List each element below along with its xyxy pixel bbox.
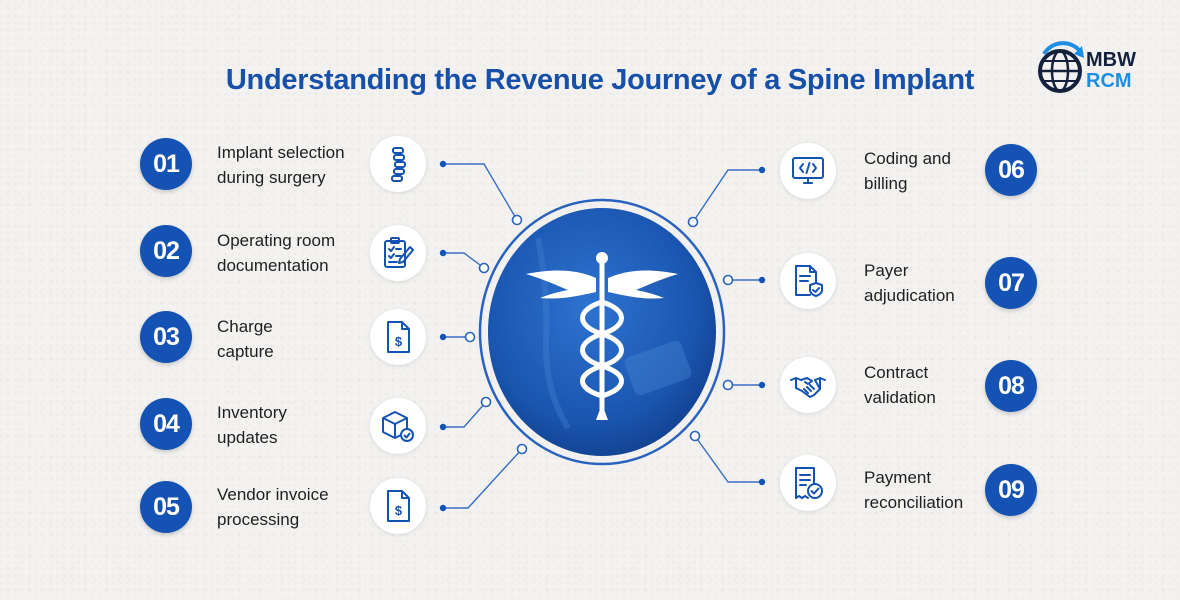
step-08-badge: 08 <box>985 360 1037 412</box>
step-06-label-line2: billing <box>864 174 908 193</box>
step-08-label-line1: Contract <box>864 363 929 382</box>
step-02-label: Operating room documentation <box>217 228 335 278</box>
step-01-label-line2: during surgery <box>217 168 326 187</box>
step-01-label-line1: Implant selection <box>217 143 345 162</box>
dollar-document-icon: $ <box>387 321 410 353</box>
step-07-label: Payer adjudication <box>864 258 955 308</box>
step-03-label-line2: capture <box>217 342 274 361</box>
step-04-icon-wrap <box>370 398 426 454</box>
step-03-icon-wrap: $ <box>370 309 426 365</box>
step-09-label-line2: reconciliation <box>864 493 964 512</box>
step-05-label-line2: processing <box>217 510 300 529</box>
handshake-icon <box>790 377 826 398</box>
logo-text-mbw: MBW <box>1086 49 1136 71</box>
shield-document-icon <box>795 265 823 297</box>
step-06-icon-wrap <box>780 143 836 199</box>
step-08-icon-wrap <box>780 357 836 413</box>
step-07-label-line2: adjudication <box>864 286 955 305</box>
step-04-label-line1: Inventory <box>217 403 287 422</box>
step-08-label: Contract validation <box>864 360 936 410</box>
step-02-label-line2: documentation <box>217 256 329 275</box>
step-06-label-line1: Coding and <box>864 149 951 168</box>
dollar-document-icon: $ <box>387 490 410 522</box>
step-05-icon-wrap: $ <box>370 478 426 534</box>
step-05-label-line1: Vendor invoice <box>217 485 329 504</box>
central-hub <box>478 198 726 466</box>
receipt-check-icon <box>795 467 823 499</box>
brand-logo: MBW RCM <box>1036 40 1156 102</box>
step-09-badge: 09 <box>985 464 1037 516</box>
code-monitor-icon <box>792 157 824 184</box>
step-07-badge: 07 <box>985 257 1037 309</box>
step-05-label: Vendor invoice processing <box>217 482 329 532</box>
svg-text:$: $ <box>395 334 403 349</box>
caduceus-icon <box>526 252 678 420</box>
step-06-label: Coding and billing <box>864 146 951 196</box>
step-07-icon-wrap <box>780 253 836 309</box>
clipboard-icon <box>384 237 414 268</box>
step-05-badge: 05 <box>140 481 192 533</box>
step-09-label-line1: Payment <box>864 468 932 487</box>
step-03-label: Charge capture <box>217 314 274 364</box>
step-03-label-line1: Charge <box>217 317 273 336</box>
step-03-badge: 03 <box>140 311 192 363</box>
step-02-badge: 02 <box>140 225 192 277</box>
step-04-badge: 04 <box>140 398 192 450</box>
step-06-badge: 06 <box>985 144 1037 196</box>
step-08-label-line2: validation <box>864 388 936 407</box>
step-09-label: Payment reconciliation <box>864 465 963 515</box>
step-01-badge: 01 <box>140 138 192 190</box>
page-title: Understanding the Revenue Journey of a S… <box>225 64 975 96</box>
svg-text:$: $ <box>395 503 403 518</box>
step-07-label-line1: Payer <box>864 261 909 280</box>
step-01-label: Implant selection during surgery <box>217 140 345 190</box>
step-02-label-line1: Operating room <box>217 231 336 250</box>
step-02-icon-wrap <box>370 225 426 281</box>
step-01-icon-wrap <box>370 136 426 192</box>
logo-text-rcm: RCM <box>1086 70 1132 92</box>
step-04-label: Inventory updates <box>217 400 287 450</box>
spine-icon <box>391 147 406 182</box>
step-04-label-line2: updates <box>217 428 278 447</box>
globe-icon <box>1038 41 1084 93</box>
step-09-icon-wrap <box>780 455 836 511</box>
box-check-icon <box>382 411 414 442</box>
